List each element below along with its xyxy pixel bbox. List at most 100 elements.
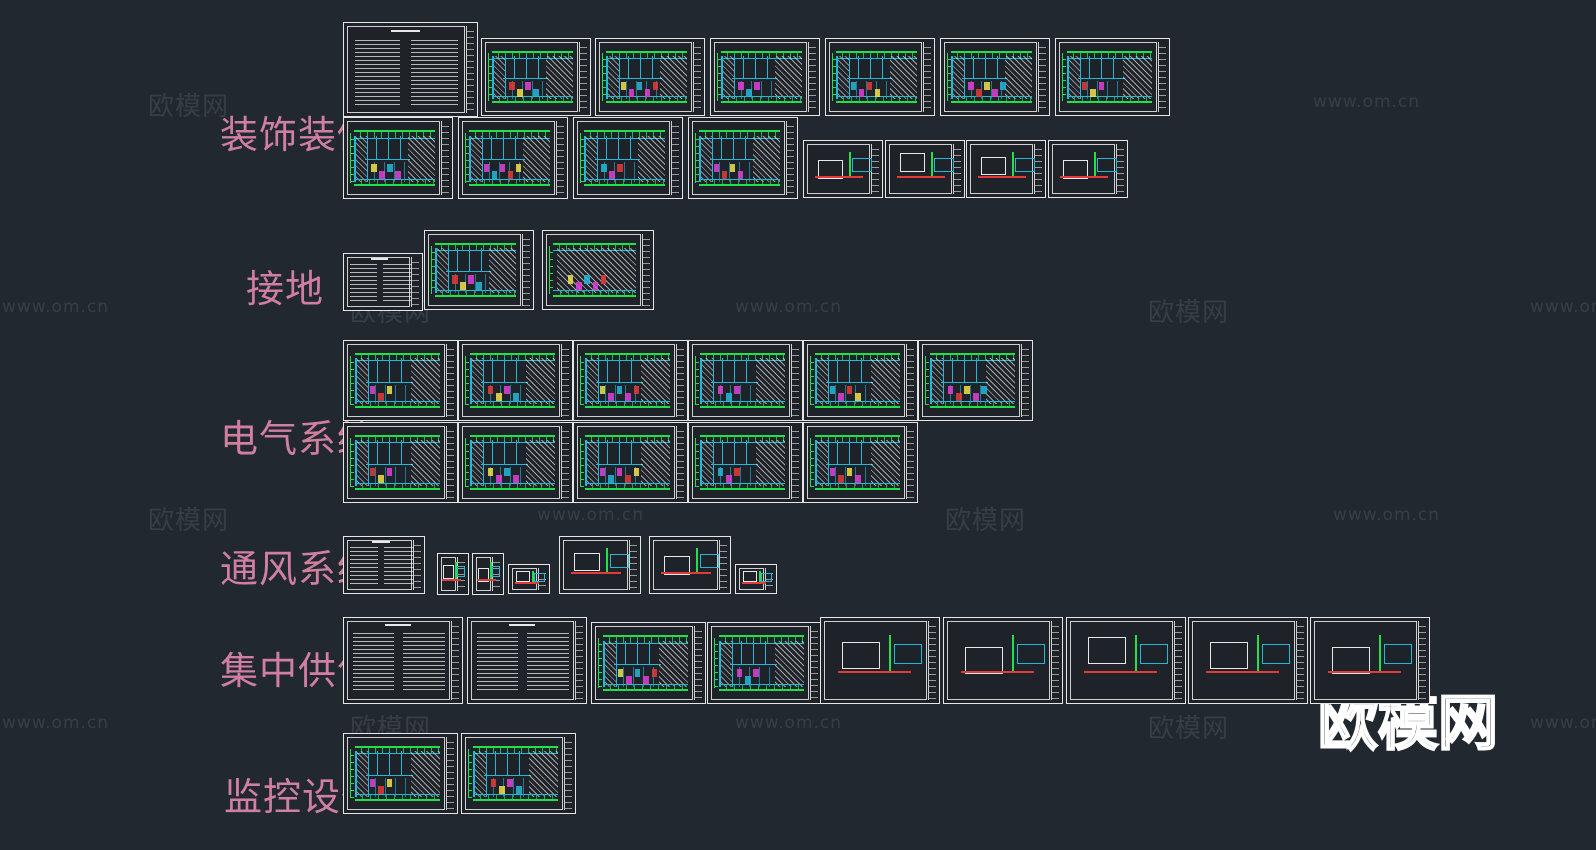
gas-sheet-2[interactable] — [467, 617, 587, 704]
decoration-sheet-4[interactable] — [710, 38, 820, 116]
gas-sheet-1[interactable] — [343, 617, 463, 704]
decoration-sheet-7[interactable] — [1055, 38, 1170, 116]
plan-rooms — [613, 640, 661, 666]
electrical-sheet-8[interactable] — [458, 422, 573, 503]
ventilation-sheet-3[interactable] — [472, 553, 504, 595]
decoration-sheet-8[interactable] — [343, 117, 453, 199]
electrical-sheet-9[interactable] — [573, 422, 688, 503]
decoration-sheet-5[interactable] — [825, 38, 935, 116]
grounding-sheet-3[interactable] — [542, 230, 654, 310]
plan-hatch — [756, 358, 786, 404]
monitoring-sheet-1[interactable] — [343, 733, 458, 814]
watermark-brand: 欧模网 — [148, 506, 230, 536]
grounding-sheet-1[interactable] — [343, 253, 423, 311]
ventilation-sheet-4[interactable] — [508, 564, 550, 594]
floor-plan-drawing — [579, 346, 673, 415]
gas-sheet-5[interactable] — [820, 617, 940, 704]
title-block — [451, 621, 459, 700]
sheet-border — [692, 121, 785, 195]
watermark-url: www.om.cn — [1530, 713, 1596, 733]
floor-plan-drawing — [694, 346, 788, 415]
plan-hatch — [871, 440, 901, 486]
plan-wall-bot — [814, 400, 901, 409]
ventilation-sheet-6[interactable] — [649, 536, 731, 594]
sheet-border — [824, 621, 927, 700]
title-block — [676, 426, 684, 499]
electrical-sheet-10[interactable] — [688, 422, 803, 503]
electrical-sheet-3[interactable] — [573, 340, 688, 421]
plan-dim-l — [464, 355, 469, 406]
floor-plan-drawing — [1061, 44, 1155, 110]
electrical-sheet-11[interactable] — [803, 422, 918, 503]
detail-red-line — [1083, 670, 1157, 673]
grounding-sheet-2[interactable] — [424, 230, 534, 310]
electrical-sheet-1[interactable] — [343, 340, 458, 421]
sheet-border — [829, 42, 922, 112]
electrical-sheet-4[interactable] — [688, 340, 803, 421]
notes-text-column — [403, 633, 446, 693]
decoration-sheet-1[interactable] — [343, 22, 478, 117]
electrical-sheet-7[interactable] — [343, 422, 458, 503]
title-block — [561, 426, 569, 499]
plan-dim-l — [601, 53, 606, 101]
title-block — [1158, 42, 1166, 112]
plan-wall-bot — [929, 400, 1016, 409]
sheet-border — [653, 540, 718, 590]
detail-green-line — [490, 562, 493, 579]
plan-wall-bot — [606, 96, 688, 104]
gas-sheet-6[interactable] — [943, 617, 1063, 704]
decoration-sheet-11[interactable] — [688, 117, 798, 199]
decoration-sheet-12[interactable] — [803, 140, 883, 198]
decoration-sheet-3[interactable] — [595, 38, 705, 116]
notes-text-column — [410, 39, 459, 105]
plan-dim-l — [464, 437, 469, 488]
watermark-url: www.om.cn — [537, 505, 645, 525]
ventilation-sheet-1[interactable] — [343, 536, 425, 594]
detail-outline — [900, 153, 926, 173]
electrical-sheet-5[interactable] — [803, 340, 918, 421]
decoration-sheet-15[interactable] — [1048, 140, 1128, 198]
title-block — [906, 344, 914, 417]
title-block — [671, 121, 679, 195]
plan-accent-mark — [633, 468, 640, 477]
decoration-sheet-2[interactable] — [481, 38, 591, 116]
plan-dim-l — [946, 53, 951, 101]
sheet-border — [347, 344, 445, 417]
ventilation-sheet-2[interactable] — [437, 553, 469, 595]
watermark-url: www.om.cn — [1530, 297, 1596, 317]
decoration-sheet-13[interactable] — [885, 140, 965, 198]
plan-accent-mark — [468, 275, 474, 284]
title-block — [1021, 344, 1029, 417]
plan-accent-mark — [379, 170, 385, 179]
sheet-border — [428, 234, 521, 306]
plan-wall-bot — [584, 178, 666, 186]
decoration-sheet-14[interactable] — [966, 140, 1046, 198]
detail-green-line — [455, 562, 458, 579]
gas-sheet-9[interactable] — [1310, 617, 1430, 704]
decoration-sheet-10[interactable] — [573, 117, 683, 199]
plan-wall-bot — [472, 793, 559, 802]
ventilation-sheet-5[interactable] — [559, 536, 641, 594]
monitoring-sheet-2[interactable] — [461, 733, 576, 814]
plan-rooms — [365, 135, 410, 161]
gas-sheet-3[interactable] — [591, 622, 706, 704]
electrical-sheet-6[interactable] — [918, 340, 1033, 421]
electrical-sheet-2[interactable] — [458, 340, 573, 421]
notes-text-column — [354, 39, 400, 105]
floor-plan-drawing — [464, 428, 558, 497]
decoration-sheet-9[interactable] — [458, 117, 568, 199]
ventilation-sheet-7[interactable] — [735, 564, 777, 594]
title-block — [556, 121, 564, 195]
detail-outline — [818, 160, 844, 179]
sheet-border — [577, 344, 675, 417]
gas-sheet-8[interactable] — [1188, 617, 1308, 704]
decoration-sheet-6[interactable] — [940, 38, 1050, 116]
plan-accent-mark — [725, 392, 732, 402]
plan-wall-bot — [814, 482, 901, 491]
plan-rooms — [480, 135, 525, 161]
gas-sheet-7[interactable] — [1066, 617, 1186, 704]
plan-hatch — [641, 440, 671, 486]
plan-accent-mark — [947, 386, 954, 395]
gas-sheet-4[interactable] — [707, 622, 822, 704]
